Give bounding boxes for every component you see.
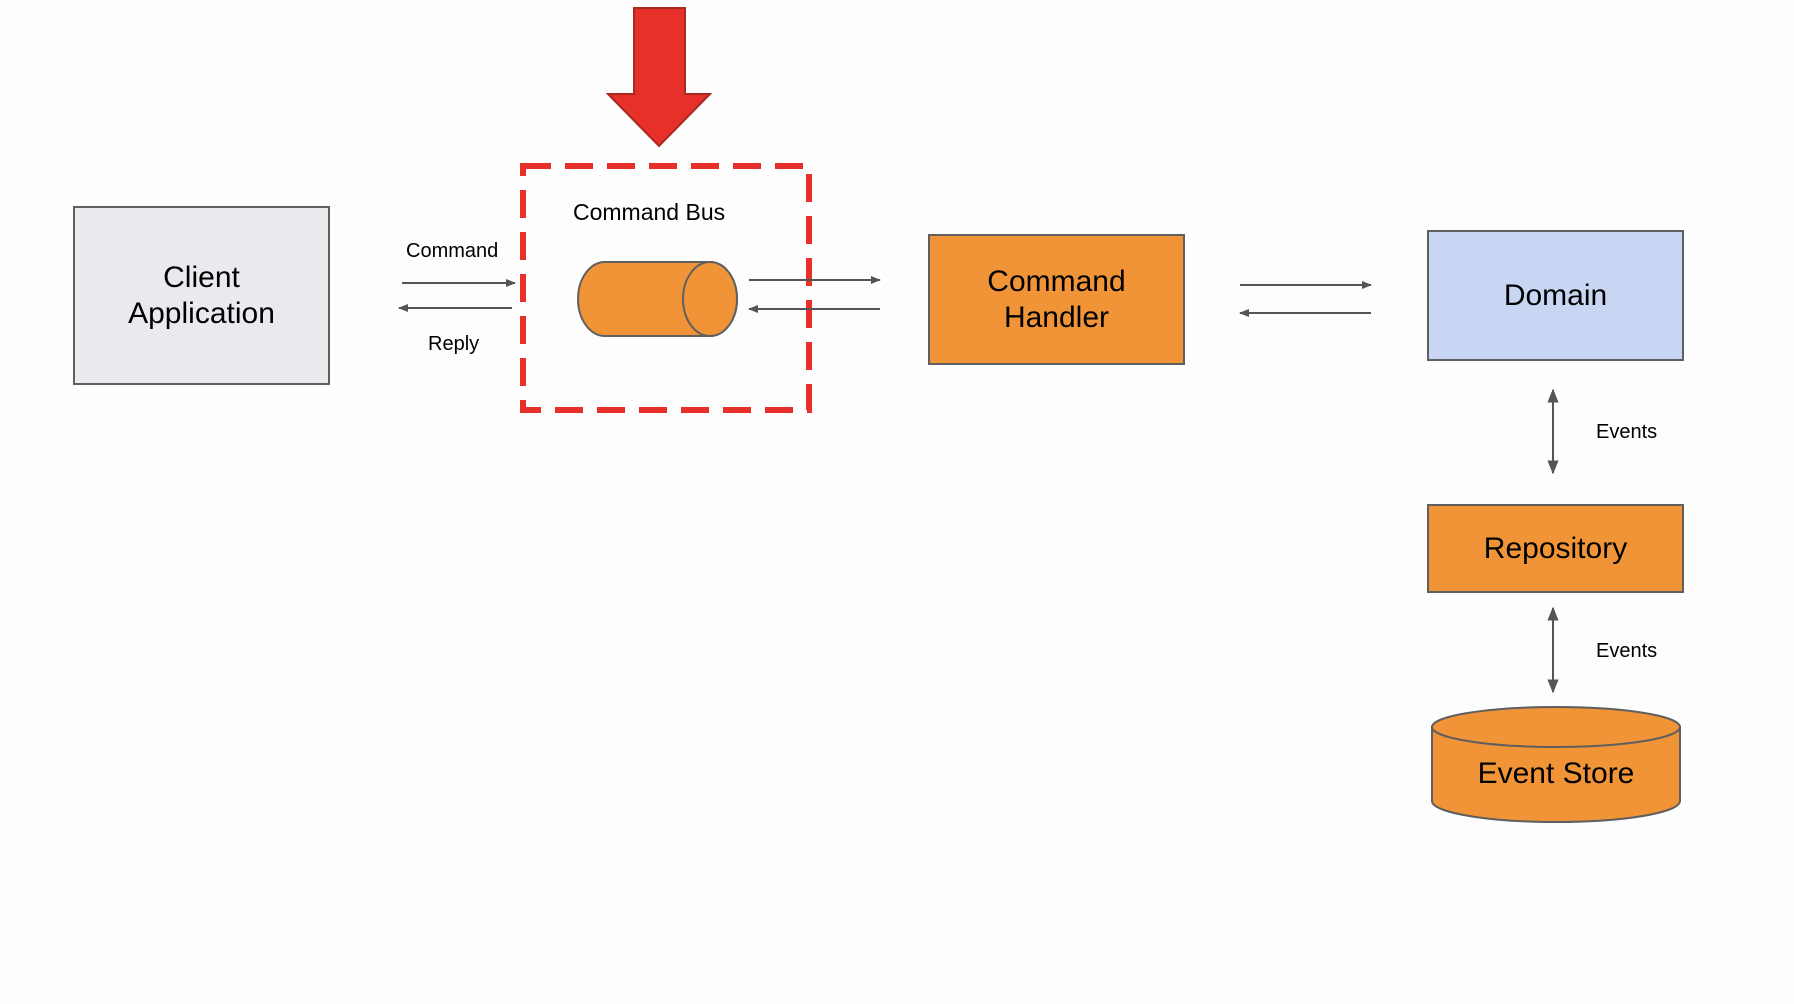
event-store-cylinder <box>1431 706 1681 823</box>
cylinder-icon <box>577 261 738 337</box>
command-handler-node: Command Handler <box>928 234 1185 365</box>
client-application-label: Client Application <box>128 260 275 330</box>
domain-label: Domain <box>1503 278 1608 312</box>
reply-edge-label: Reply <box>428 333 480 355</box>
repository-node: Repository <box>1427 504 1684 593</box>
event-store-label: Event Store <box>1477 757 1635 790</box>
client-application-node: Client Application <box>73 206 330 385</box>
events-label-upper: Events <box>1596 421 1658 443</box>
repository-label: Repository <box>1483 531 1628 565</box>
command-bus-label: Command Bus <box>573 199 726 225</box>
command-edge-label: Command <box>406 240 499 262</box>
events-label-lower: Events <box>1596 640 1658 662</box>
down-arrow-icon <box>605 7 713 148</box>
command-bus-highlight <box>520 163 812 413</box>
command-handler-label: Command Handler <box>987 264 1126 334</box>
domain-node: Domain <box>1427 230 1684 361</box>
